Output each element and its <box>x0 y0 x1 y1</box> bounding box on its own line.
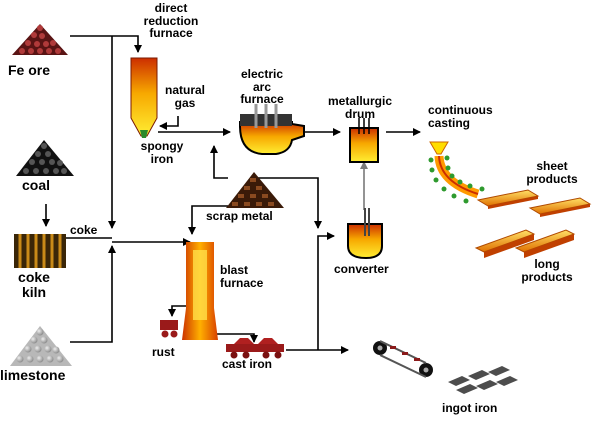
label-metallurgic-drum: metallurgic drum <box>318 95 402 120</box>
label-natural-gas-line2: gas <box>174 95 196 110</box>
direct-reduction-furnace-icon <box>130 57 158 138</box>
converter-icon <box>347 208 383 260</box>
label-long-line1: long <box>534 257 560 271</box>
cast-iron-car-icon <box>226 338 284 359</box>
label-sheet-line2: products <box>526 171 578 186</box>
label-limestone: limestone <box>0 367 66 383</box>
label-blast-furnace: blast furnace <box>220 264 263 289</box>
coke-kiln-icon <box>14 234 66 268</box>
label-coke-kiln: coke kiln <box>14 270 54 299</box>
label-electric-arc-furnace: electric arc furnace <box>230 68 294 106</box>
arrow-scrap-to-bf <box>188 205 228 235</box>
arrow-limestone <box>70 245 116 343</box>
label-coke-kiln-line1: coke <box>18 269 50 285</box>
label-coke: coke <box>70 223 98 237</box>
label-fe-ore: Fe ore <box>8 62 51 78</box>
label-casting-line2: casting <box>428 115 471 130</box>
label-coke-kiln-line2: kiln <box>21 283 47 300</box>
long-products-icon <box>474 229 576 258</box>
scrap-metal-pile-icon <box>226 172 284 208</box>
limestone-pile-icon <box>10 326 72 366</box>
label-drum-line2: drum <box>345 106 375 121</box>
label-eaf-line3: furnace <box>240 92 284 107</box>
label-ingot-iron: ingot iron <box>442 401 498 415</box>
label-direct-reduction-furnace: direct reduction furnace <box>136 2 206 40</box>
arrow-scrap-to-converter <box>250 177 322 229</box>
label-continuous-casting: continuous casting <box>428 104 493 129</box>
label-drum-line1: metallurgic <box>327 94 393 108</box>
arrow-natural-gas <box>159 116 179 130</box>
electric-arc-furnace-icon <box>239 104 305 155</box>
label-drf-line3: furnace <box>149 26 193 41</box>
label-long-products: long products <box>512 258 582 283</box>
label-scrap-metal: scrap metal <box>206 209 273 223</box>
fe-ore-pile-icon <box>12 24 68 55</box>
label-eaf-line2: arc <box>252 79 272 94</box>
rust-cart-icon <box>160 320 178 338</box>
label-eaf-line1: electric <box>240 67 284 81</box>
label-blast-line1: blast <box>220 263 249 277</box>
metallurgic-drum-icon <box>349 118 379 163</box>
label-natural-gas: natural gas <box>160 84 210 109</box>
label-spongy-iron-line1: spongy <box>140 139 184 153</box>
blast-furnace-icon <box>182 242 218 340</box>
arrow-to-converter <box>317 232 335 350</box>
label-drf-line2: reduction <box>143 13 199 28</box>
label-drf-line1: direct <box>154 1 188 15</box>
label-spongy-iron: spongy iron <box>136 140 188 165</box>
coal-pile-icon <box>16 140 74 176</box>
label-long-line2: products <box>521 269 573 284</box>
flow-arrows <box>42 35 421 354</box>
label-cast-iron: cast iron <box>222 357 273 371</box>
label-rust: rust <box>152 345 175 359</box>
continuous-casting-icon <box>428 141 485 204</box>
label-sheet-line1: sheet <box>536 159 568 173</box>
label-converter: converter <box>334 262 389 276</box>
arrow-to-drf <box>112 35 142 53</box>
label-spongy-iron-line2: iron <box>150 151 174 166</box>
label-blast-line2: furnace <box>220 275 264 290</box>
label-casting-line1: continuous <box>428 103 493 117</box>
sheet-products-icon <box>476 189 592 217</box>
label-coal: coal <box>22 177 51 193</box>
ingot-iron-pile-icon <box>448 366 518 394</box>
ingot-conveyor-icon <box>373 340 433 378</box>
arrow-bf-to-cast-iron <box>216 333 258 343</box>
arrow-scrap-to-eaf <box>210 145 228 179</box>
label-sheet-products: sheet products <box>516 160 588 185</box>
label-natural-gas-line1: natural <box>164 83 205 97</box>
